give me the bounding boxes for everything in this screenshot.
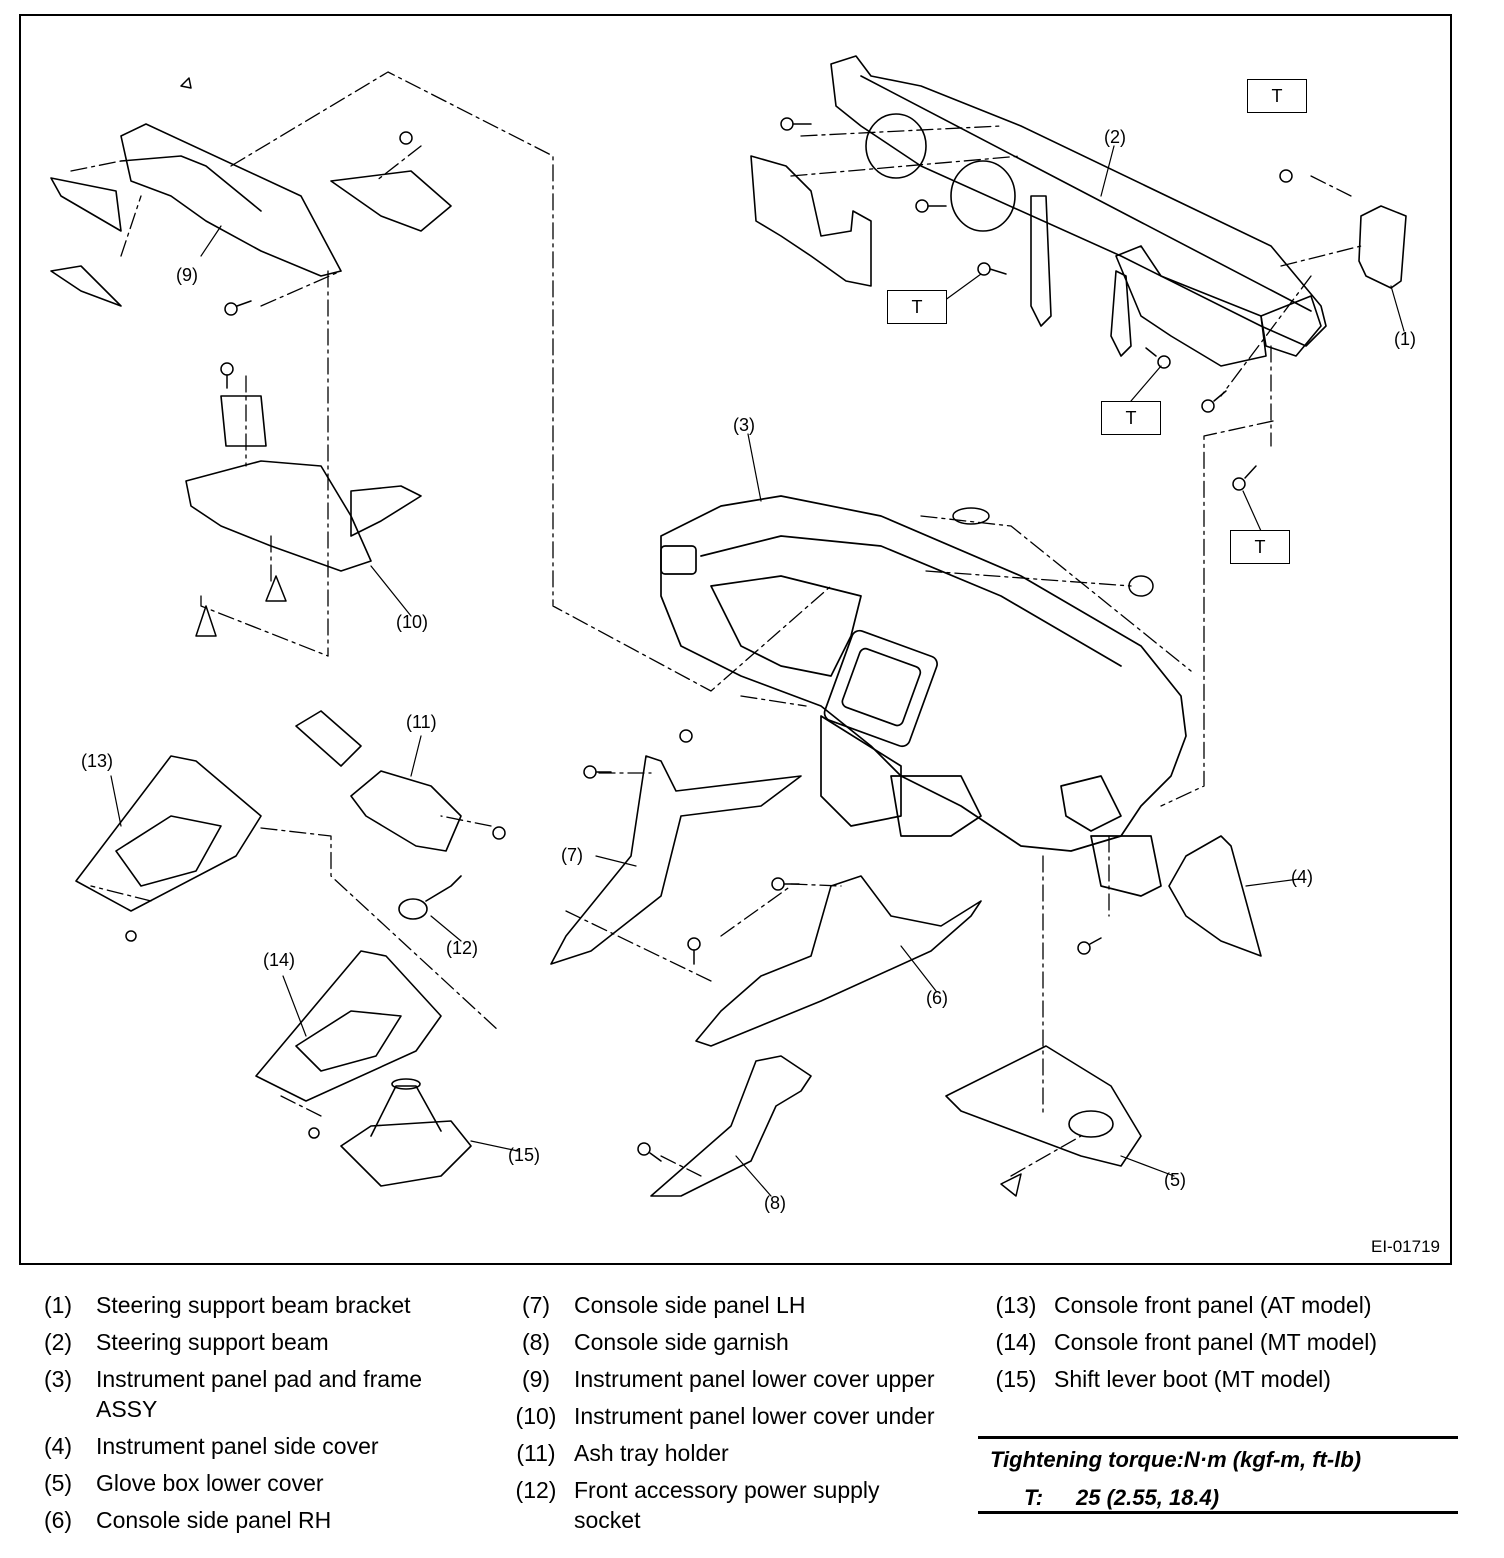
torque-label: T: [1024,1485,1044,1510]
legend-number: (10) [515,1403,557,1429]
fasteners [125,77,1293,1197]
torque-marker: T [1101,401,1161,435]
torque-marker: T [887,290,947,324]
legend-number: (12) [515,1477,557,1503]
legend-item: (13) Console front panel (AT model) [988,1290,1488,1320]
callout-13: (13) [81,751,114,771]
legend-item: (4) Instrument panel side cover [30,1431,490,1461]
legend-item: (14) Console front panel (MT model) [988,1327,1488,1357]
legend-text: Console side panel RH [96,1507,332,1533]
legend-item: (5) Glove box lower cover [30,1468,490,1498]
callout-1: (1) [1394,329,1416,349]
part-side-garnish [650,1055,812,1197]
legend-item: (7) Console side panel LH [508,1290,978,1320]
callout-11: (11) [406,712,437,732]
part-side-panel-lh [550,755,802,965]
callout-15: (15) [508,1145,541,1165]
legend-text: Instrument panel lower cover upper [574,1366,935,1392]
legend-number: (15) [995,1366,1037,1392]
callout-10: (10) [396,612,429,632]
legend-item: (10) Instrument panel lower cover under [508,1401,978,1431]
legend-number: (13) [995,1292,1037,1318]
legend-column-2: (7) Console side panel LH (8) Console side… [508,1290,978,1542]
callout-14: (14) [263,950,296,970]
callout-4: (4) [1291,867,1313,887]
legend-number: (8) [521,1329,551,1355]
legend-text: Console front panel (AT model) [1054,1292,1372,1318]
legend-item: (15) Shift lever boot (MT model) [988,1364,1488,1394]
callout-8: (8) [764,1193,786,1213]
legend-number: (4) [43,1433,73,1459]
callout-6: (6) [926,988,948,1008]
legend-text: Console side panel LH [574,1292,806,1318]
part-side-panel-rh [695,875,982,1047]
part-console-front-at [75,755,262,912]
torque-value: 25 (2.55, 18.4) [1076,1485,1220,1510]
callout-5: (5) [1164,1170,1186,1190]
callout-leaders [110,145,1405,1197]
part-side-cover [1168,835,1262,957]
legend-item: (2) Steering support beam [30,1327,490,1357]
legend-text: Steering support beam bracket [96,1292,411,1318]
callout-7: (7) [561,845,583,865]
callout-3: (3) [733,415,755,435]
part-instrument-panel [660,495,1187,897]
legend-column-1: (1) Steering support beam bracket (2) Stee… [30,1290,490,1542]
legend-text: Console front panel (MT model) [1054,1329,1377,1355]
legend-item: (8) Console side garnish [508,1327,978,1357]
diagram-frame: (2) (1) (3) (4) (5) (6) (7) (8) (9) (10)… [19,14,1452,1265]
legend-column-3: (13) Console front panel (AT model) (14) C… [988,1290,1488,1401]
part-ash-tray-holder [295,710,462,852]
part-lower-cover-upper [50,123,342,307]
legend-number: (2) [43,1329,73,1355]
legend-text: Ash tray holder [574,1440,729,1466]
legend-text: Shift lever boot (MT model) [1054,1366,1331,1392]
legend-number: (1) [43,1292,73,1318]
legend-text: Instrument panel side cover [96,1433,379,1459]
dashdot-leaders [70,71,1362,1177]
torque-specification: Tightening torque:N·m (kgf-m, ft-lb) T: … [978,1436,1458,1514]
part-steering-support-beam [830,55,1327,367]
part-glovebox-lower-cover [945,1045,1142,1167]
legend-text: Instrument panel lower cover under [574,1403,935,1429]
callout-9: (9) [176,265,198,285]
legend-number: (9) [521,1366,551,1392]
legend-number: (5) [43,1470,73,1496]
callout-12: (12) [446,938,479,958]
legend-item: (12) Front accessory power supply socket [508,1475,978,1535]
torque-title: Tightening torque:N·m (kgf-m, ft-lb) [990,1447,1362,1472]
callout-2: (2) [1104,127,1126,147]
exploded-view-drawing [50,55,1407,1197]
legend-text: Glove box lower cover [96,1470,324,1496]
legend-number: (14) [995,1329,1037,1355]
legend-number: (3) [43,1366,73,1392]
part-knee-panel [750,155,872,287]
part-power-socket [398,875,462,920]
part-console-front-mt [255,950,442,1102]
part-lower-cover-under [185,170,452,572]
torque-marker: T [1247,79,1307,113]
legend-text: Instrument panel pad and frame ASSY [96,1366,423,1422]
legend-item: (3) Instrument panel pad and frame ASSY [30,1364,490,1424]
legend-number: (6) [43,1507,73,1533]
legend-item: (11) Ash tray holder [508,1438,978,1468]
legend-item: (1) Steering support beam bracket [30,1290,490,1320]
figure-id: EI-01719 [1371,1237,1440,1256]
part-beam-bracket [1260,205,1407,357]
legend-text: Steering support beam [96,1329,329,1355]
legend-number: (7) [521,1292,551,1318]
legend-text: Front accessory power supply socket [574,1477,880,1533]
legend-number: (11) [516,1440,556,1466]
torque-marker: T [1230,530,1290,564]
legend-item: (6) Console side panel RH [30,1505,490,1535]
part-shift-boot [340,1078,472,1187]
legend-item: (9) Instrument panel lower cover upper [508,1364,978,1394]
legend-text: Console side garnish [574,1329,789,1355]
